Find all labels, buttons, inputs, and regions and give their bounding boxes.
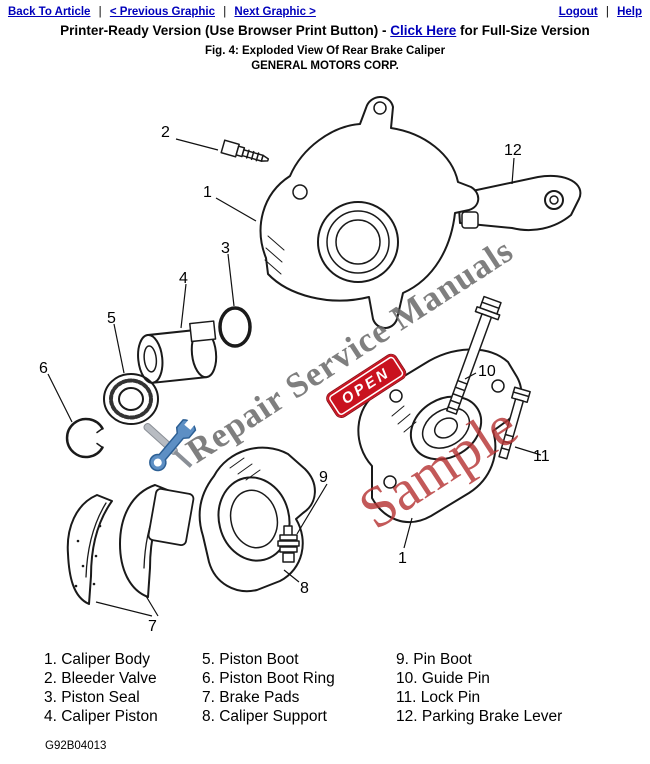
nav-separator: | (605, 6, 609, 18)
legend-item: 7. Brake Pads (202, 689, 300, 706)
nav-left-group: Back To Article | < Previous Graphic | N… (8, 6, 316, 18)
callout-1-bottom: 1 (398, 550, 407, 567)
legend-column-2: 5. Piston Boot 6. Piston Boot Ring 7. Br… (202, 650, 396, 726)
legend-item: 10. Guide Pin (396, 670, 490, 687)
nav-separator: | (98, 6, 102, 18)
exploded-view-diagram: Repair Service Manuals OPEN Sample 2 1 1… (0, 74, 650, 644)
legend-item: 5. Piston Boot (202, 651, 299, 668)
wrench-icon (128, 406, 213, 496)
callout-2: 2 (161, 124, 170, 141)
nav-separator: | (223, 6, 227, 18)
callout-6: 6 (39, 360, 48, 377)
legend-item: 2. Bleeder Valve (44, 670, 157, 687)
top-navigation-bar: Back To Article | < Previous Graphic | N… (0, 0, 650, 18)
help-link[interactable]: Help (617, 6, 642, 18)
legend-item: 1. Caliper Body (44, 651, 150, 668)
title-prefix: Printer-Ready Version (Use Browser Print… (60, 23, 391, 38)
previous-graphic-link[interactable]: < Previous Graphic (109, 6, 215, 18)
callout-10: 10 (478, 363, 496, 380)
legend-item: 6. Piston Boot Ring (202, 670, 335, 687)
back-to-article-link[interactable]: Back To Article (8, 6, 91, 18)
legend-column-1: 1. Caliper Body 2. Bleeder Valve 3. Pist… (44, 650, 202, 726)
figure-code: G92B04013 (45, 740, 107, 752)
brake-caliper-lineart (47, 96, 582, 617)
callout-5: 5 (107, 310, 116, 327)
parts-legend: 1. Caliper Body 2. Bleeder Valve 3. Pist… (44, 650, 650, 726)
title-suffix: for Full-Size Version (456, 23, 590, 38)
callout-9: 9 (319, 469, 328, 486)
callout-11: 11 (533, 448, 550, 465)
figure-caption: Fig. 4: Exploded View Of Rear Brake Cali… (204, 45, 446, 57)
legend-item: 8. Caliper Support (202, 708, 327, 725)
page-title: Printer-Ready Version (Use Browser Print… (0, 23, 650, 38)
figure-company: GENERAL MOTORS CORP. (251, 60, 399, 72)
nav-right-group: Logout | Help (559, 6, 642, 18)
callout-12: 12 (504, 142, 522, 159)
full-size-version-link[interactable]: Click Here (390, 23, 457, 38)
callout-leader-lines (47, 138, 542, 617)
callout-1-top: 1 (203, 184, 212, 201)
legend-item: 9. Pin Boot (396, 651, 472, 668)
callout-4: 4 (179, 270, 188, 287)
callout-8: 8 (300, 580, 309, 597)
callout-7: 7 (148, 618, 157, 635)
legend-item: 11. Lock Pin (396, 689, 481, 706)
legend-item: 12. Parking Brake Lever (396, 708, 563, 725)
logout-link[interactable]: Logout (558, 6, 598, 18)
legend-item: 4. Caliper Piston (44, 708, 158, 725)
legend-item: 3. Piston Seal (44, 689, 140, 706)
callout-3: 3 (221, 240, 230, 257)
next-graphic-link[interactable]: Next Graphic > (234, 6, 316, 18)
legend-column-3: 9. Pin Boot 10. Guide Pin 11. Lock Pin 1… (396, 650, 606, 726)
